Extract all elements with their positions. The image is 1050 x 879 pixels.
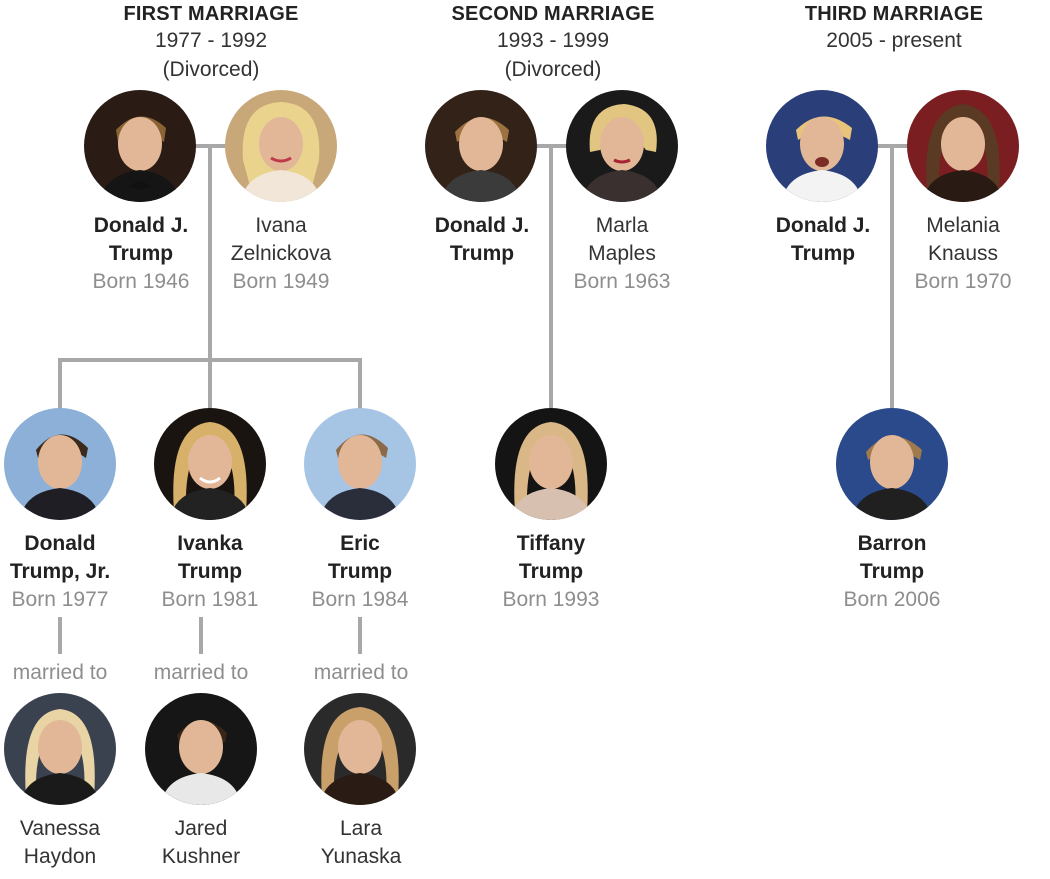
child-donald-trump-jr: Donald Trump, Jr. Born 1977 xyxy=(0,530,130,614)
birth-year: Born 1977 xyxy=(11,588,109,611)
birth-year: Born 1970 xyxy=(914,270,1012,293)
person-name: Ivanka Trump xyxy=(177,532,243,583)
birth-year: Born 1949 xyxy=(232,270,330,293)
donald-trump-jr-photo xyxy=(4,408,116,520)
birth-year: Born 1963 xyxy=(573,270,671,293)
barron-trump-photo xyxy=(836,408,948,520)
jared-kushner-photo xyxy=(145,693,257,805)
donald-trump-photo xyxy=(425,90,537,202)
parent-melania-knauss: Melania Knauss Born 1970 xyxy=(893,212,1033,296)
person-name: Marla Maples xyxy=(588,214,656,265)
person-name: Donald J. Trump xyxy=(93,214,189,265)
donald-trump-photo xyxy=(766,90,878,202)
birth-year: Born 1946 xyxy=(92,270,190,293)
ivanka-trump-photo xyxy=(154,408,266,520)
marriage-title: THIRD MARRIAGE xyxy=(804,3,984,25)
married-to-label: married to xyxy=(12,661,108,684)
person-name: Ivana Zelnickova xyxy=(230,214,332,265)
person-name: Donald J. Trump xyxy=(775,214,871,265)
child-barron-trump: Barron Trump Born 2006 xyxy=(822,530,962,614)
tiffany-trump-photo xyxy=(495,408,607,520)
child-eric-trump: Eric Trump Born 1984 xyxy=(290,530,430,614)
marriage-years: 1993 - 1999 xyxy=(496,29,610,52)
married-to-label: married to xyxy=(153,661,249,684)
person-name: Lara Yunaska xyxy=(320,817,402,868)
parent-donald-trump-1: Donald J. Trump Born 1946 xyxy=(71,212,211,296)
child-ivanka-trump: Ivanka Trump Born 1981 xyxy=(140,530,280,614)
person-name: Donald J. Trump xyxy=(434,214,530,265)
parent-ivana-zelnickova: Ivana Zelnickova Born 1949 xyxy=(211,212,351,296)
birth-year: Born 1984 xyxy=(311,588,409,611)
married-to-label: married to xyxy=(313,661,409,684)
person-name: Jared Kushner xyxy=(161,817,241,868)
marriage-status: (Divorced) xyxy=(504,58,602,81)
first-marriage-header: FIRST MARRIAGE 1977 - 1992 (Divorced) xyxy=(71,2,351,84)
marriage-title: FIRST MARRIAGE xyxy=(123,3,299,25)
parent-marla-maples: Marla Maples Born 1963 xyxy=(552,212,692,296)
vanessa-haydon-photo xyxy=(4,693,116,805)
parent-donald-trump-2: Donald J. Trump xyxy=(412,212,552,268)
marriage-years: 2005 - present xyxy=(826,29,962,52)
eric-trump-photo xyxy=(304,408,416,520)
melania-knauss-photo xyxy=(907,90,1019,202)
marriage-status: (Divorced) xyxy=(162,58,260,81)
donald-trump-photo xyxy=(84,90,196,202)
lara-yunaska-photo xyxy=(304,693,416,805)
person-name: Donald Trump, Jr. xyxy=(9,532,111,583)
person-name: Melania Knauss xyxy=(926,214,1000,265)
second-marriage-header: SECOND MARRIAGE 1993 - 1999 (Divorced) xyxy=(413,2,693,84)
person-name: Barron Trump xyxy=(857,532,927,583)
spouse-vanessa-haydon: Vanessa Haydon xyxy=(0,815,130,871)
ivana-zelnickova-photo xyxy=(225,90,337,202)
child-tiffany-trump: Tiffany Trump Born 1993 xyxy=(481,530,621,614)
person-name: Tiffany Trump xyxy=(516,532,586,583)
third-marriage-header: THIRD MARRIAGE 2005 - present xyxy=(754,2,1034,55)
person-name: Vanessa Haydon xyxy=(19,817,101,868)
marla-maples-photo xyxy=(566,90,678,202)
spouse-jared-kushner: Jared Kushner xyxy=(131,815,271,871)
birth-year: Born 1993 xyxy=(502,588,600,611)
parent-donald-trump-3: Donald J. Trump xyxy=(753,212,893,268)
birth-year: Born 1981 xyxy=(161,588,259,611)
marriage-title: SECOND MARRIAGE xyxy=(451,3,655,25)
marriage-years: 1977 - 1992 xyxy=(154,29,268,52)
birth-year: Born 2006 xyxy=(843,588,941,611)
spouse-lara-yunaska: Lara Yunaska xyxy=(291,815,431,871)
person-name: Eric Trump xyxy=(327,532,393,583)
